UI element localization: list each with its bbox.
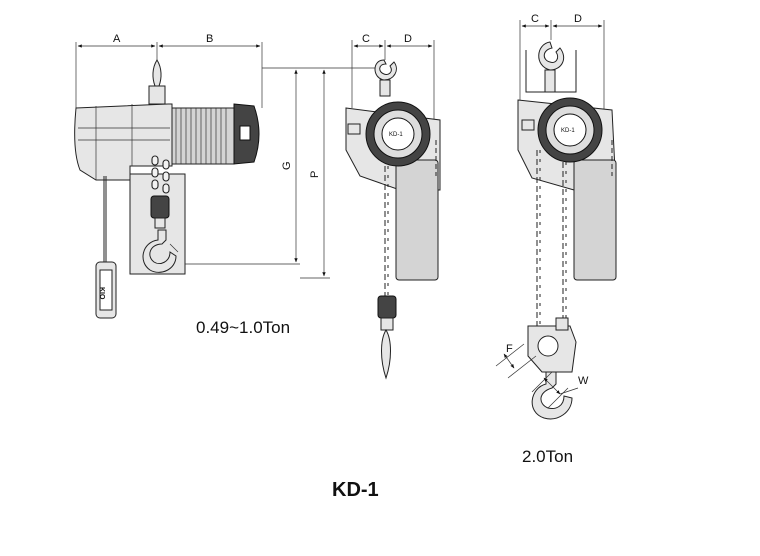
caption-capacity-large: 2.0Ton [522,447,573,466]
dim-label-d-right: D [574,13,582,25]
pendant-control: KIO [95,176,117,319]
dim-label-c-right: C [531,13,539,25]
hoist-housing-middle: KD-1 [345,101,441,281]
nameplate-right: KD-1 [561,128,575,134]
dim-label-a: A [113,33,121,45]
front-view-small-hoist: C D KD-1 [345,33,441,380]
dim-label-b: B [206,33,213,45]
motor-fins [175,108,227,164]
pendant-label: KIO [98,287,105,300]
hoist-body [74,103,260,275]
dim-label-c-middle: C [362,33,370,45]
top-hook-right [525,41,577,93]
load-chain-left [150,155,170,229]
hoist-housing-right: KD-1 [517,97,617,281]
dimension-w: W [531,371,589,409]
bottom-hook-left [142,229,179,273]
dim-label-g: G [281,161,293,170]
load-chain-right [536,140,613,326]
dim-label-w: W [578,375,589,387]
bottom-block-right [527,317,577,420]
dimension-f: F [495,343,537,379]
dimension-a-b: A B [75,33,263,110]
top-suspension-hook [148,59,166,105]
top-hook-middle [374,59,397,97]
side-view-small-hoist: A B [74,33,375,337]
load-chain-middle [377,140,437,380]
dim-label-d-middle: D [404,33,412,45]
front-view-large-hoist: C D KD-1 [495,13,617,466]
dimension-g-p: G P [185,67,375,279]
nameplate-middle: KD-1 [389,132,403,138]
dim-label-p: P [309,171,321,178]
dim-label-f: F [506,343,513,355]
model-title: KD-1 [332,479,379,501]
caption-capacity-small: 0.49~1.0Ton [196,318,290,337]
